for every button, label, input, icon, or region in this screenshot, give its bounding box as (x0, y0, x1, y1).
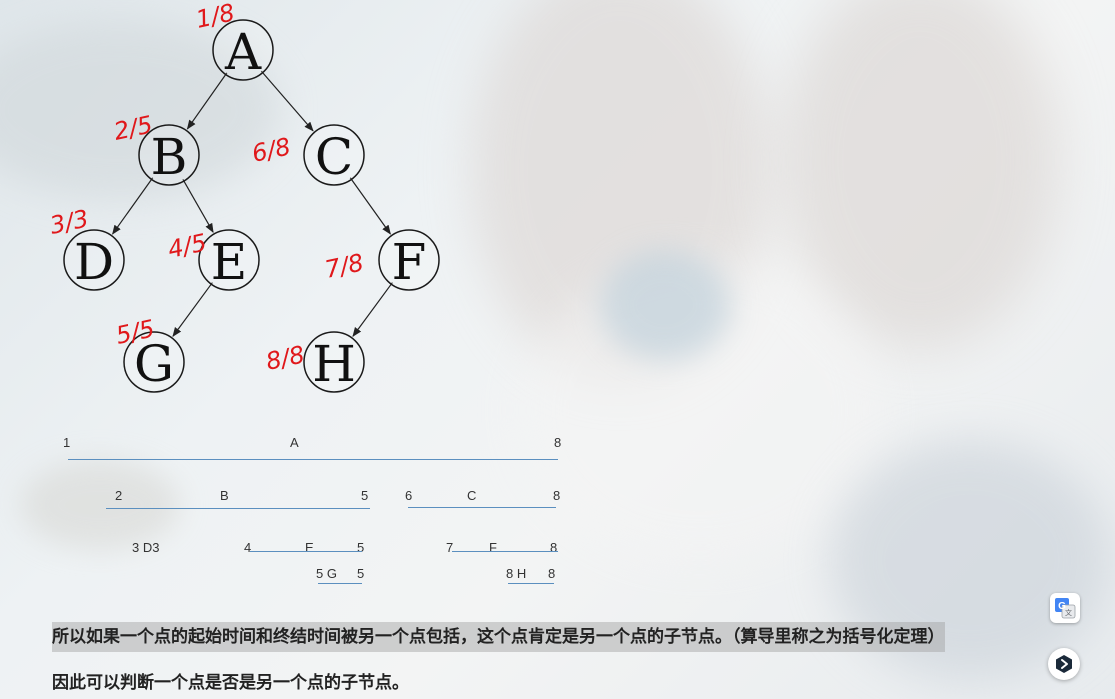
edge-B-E (182, 179, 214, 234)
timeline-f-label: F (489, 540, 497, 555)
node-circle-E (198, 229, 260, 291)
node-D: D (63, 229, 125, 291)
node-label-A: A (224, 23, 262, 81)
edge-A-B (186, 72, 228, 130)
svg-text:G: G (1058, 601, 1066, 612)
annotation-H: 8/8 (263, 340, 307, 375)
timeline-e-start: 4 (244, 540, 252, 555)
timeline-h-label: 8 H (506, 566, 527, 581)
timeline-e-end: 5 (357, 540, 365, 555)
timeline-a-start: 1 (63, 435, 71, 450)
node-circle-A (212, 19, 274, 81)
node-E: E (198, 229, 260, 291)
parenthesis-theorem-paragraph: 所以如果一个点的起始时间和终结时间被另一个点包括，这个点肯定是另一个点的子节点。… (52, 622, 945, 652)
timeline-e-line (250, 551, 362, 552)
timeline-c-start: 6 (405, 488, 413, 503)
node-F: F (378, 229, 440, 291)
edge-F-H (352, 282, 393, 337)
timeline-g-end: 5 (357, 566, 365, 581)
timeline-b-label: B (220, 488, 229, 503)
node-label-B: B (151, 128, 188, 186)
edge-E-G (172, 282, 213, 337)
timeline-e-label: E (305, 540, 314, 555)
google-translate-icon: G 文 (1055, 598, 1076, 619)
node-A: A (212, 19, 274, 81)
node-circle-F (378, 229, 440, 291)
timeline-f-end: 8 (550, 540, 558, 555)
node-circle-H (303, 331, 365, 393)
timeline-d-label: 3 D3 (132, 540, 160, 555)
translate-button[interactable]: G 文 (1050, 593, 1080, 623)
node-circle-D (63, 229, 125, 291)
node-B: B (138, 124, 200, 186)
svg-text:文: 文 (1065, 608, 1072, 617)
timeline-g-line (318, 583, 362, 584)
timeline-f-start: 7 (446, 540, 454, 555)
node-circle-C (303, 124, 365, 186)
annotation-C: 6/8 (249, 132, 293, 167)
node-label-E: E (211, 233, 248, 291)
edge-C-F (349, 177, 391, 235)
timeline-a-end: 8 (554, 435, 562, 450)
node-label-D: D (74, 233, 114, 291)
timeline-c-label: C (467, 488, 477, 503)
node-label-F: F (392, 233, 427, 291)
timeline-c-line (408, 507, 556, 508)
node-label-G: G (134, 335, 174, 393)
node-H: H (303, 331, 365, 393)
node-G: G (123, 331, 185, 393)
edge-A-C (260, 70, 314, 132)
conclusion-paragraph: 因此可以判断一个点是否是另一个点的子节点。 (52, 673, 409, 693)
edge-B-D (112, 177, 154, 235)
node-circle-G (123, 331, 185, 393)
timeline-b-start: 2 (115, 488, 123, 503)
assistant-button[interactable] (1048, 648, 1080, 680)
node-label-H: H (312, 335, 356, 393)
annotation-F: 7/8 (322, 248, 366, 283)
timeline-b-end: 5 (361, 488, 369, 503)
node-label-C: C (315, 128, 353, 186)
timeline-b-line (106, 508, 370, 509)
timeline-f-line (452, 551, 558, 552)
node-C: C (303, 124, 365, 186)
timeline-a-label: A (290, 435, 299, 450)
node-circle-B (138, 124, 200, 186)
timeline-a-line (68, 459, 558, 460)
timeline-c-end: 8 (553, 488, 561, 503)
timeline-g-label: 5 G (316, 566, 337, 581)
timeline-h-end: 8 (548, 566, 556, 581)
assistant-icon (1056, 655, 1072, 673)
timeline-h-line (508, 583, 554, 584)
